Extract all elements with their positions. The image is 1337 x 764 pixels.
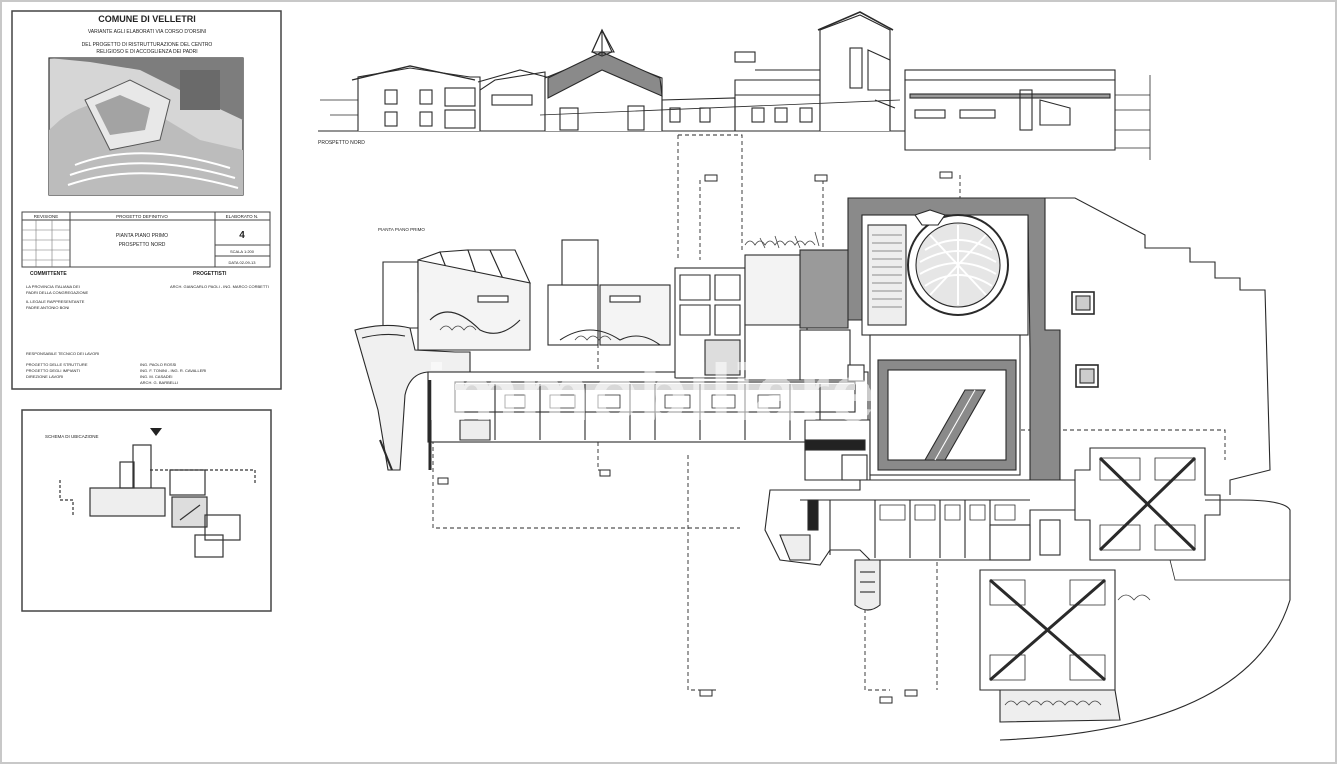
aerial-rendering-image (48, 57, 244, 196)
west-wing-rooms (427, 371, 869, 470)
west-roof-zone (382, 239, 671, 351)
south-wing-rooms (764, 479, 1091, 611)
north-elevation: PROSPETTO NORD (318, 11, 1151, 160)
drawing-name-line-2: PROSPETTO NORD (119, 242, 166, 248)
designer-label: PROGETTISTI (193, 271, 227, 277)
sheet-number-header: ELABORATO N. (226, 214, 259, 219)
lower-right-line-4: ARCH. G. BARBELLI (140, 380, 178, 385)
south-east-boundary (999, 499, 1291, 741)
client-line-2: PADRI DELLA CONGREGAZIONE (26, 290, 88, 295)
scale-label: SCALA 1:200 (230, 249, 255, 254)
title-subtitle: VARIANTE AGLI ELABORATI VIA CORSO D'ORSI… (88, 29, 206, 35)
section-lines (432, 134, 1226, 691)
lower-left-line-4: DIREZIONE LAVORI (26, 374, 63, 379)
floor-plan: PIANTA PIANO PRIMO (354, 134, 1291, 741)
plan-label: PIANTA PIANO PRIMO (378, 227, 425, 232)
east-boundary (1045, 197, 1271, 495)
elevation-label: PROSPETTO NORD (318, 140, 365, 146)
project-line-1: DEL PROGETTO DI RISTRUTTURAZIONE DEL CEN… (82, 42, 213, 48)
drawing-name-line-1: PIANTA PIANO PRIMO (116, 233, 168, 239)
east-residential-blocks (979, 447, 1221, 723)
lower-left-line-1: RESPONSABILE TECNICO DEI LAVORI (26, 351, 99, 356)
lower-right-line-1: ING. PAOLO ROSSI (140, 362, 176, 367)
watermark-text: immobiliare (425, 348, 874, 437)
client-line-1: LA PROVINCIA ITALIANA DEI (26, 284, 80, 289)
revision-header: REVISIONE (34, 214, 59, 219)
client-label: COMMITTENTE (30, 271, 67, 277)
phase-header: PROGETTO DEFINITIVO (116, 214, 168, 219)
designer-line: ARCH. GIANCARLO PAOLI - ING. MARCO CORBE… (170, 284, 269, 289)
courtyard (847, 334, 1021, 476)
section-markers (437, 171, 953, 704)
lower-left-line-2: PROGETTO DELLE STRUTTURE (26, 362, 88, 367)
revision-table: REVISIONE PROGETTO DEFINITIVO ELABORATO … (21, 211, 271, 268)
church-hall (861, 209, 1099, 388)
project-line-2: RELIGIOSO E DI ACCOGLIENZA DEI PADRI (96, 49, 197, 55)
date-label: DATA 02-09-13 (229, 260, 257, 265)
church-enclosure-walls (799, 197, 1061, 501)
locator-key-plan (59, 444, 256, 558)
lower-right-line-2: ING. F. TONINI - ING. R. CAVALLERI (140, 368, 206, 373)
vegetation (439, 231, 1151, 706)
central-block (674, 254, 871, 481)
lower-right-line-3: ING. M. CASADEI (140, 374, 172, 379)
north-arrow-icon (150, 428, 162, 436)
sheet-number: 4 (239, 230, 245, 241)
locator-panel: SCHEMA DI UBICAZIONE (21, 409, 272, 612)
title-block: COMUNE DI VELLETRI VARIANTE AGLI ELABORA… (11, 10, 282, 390)
locator-label: SCHEMA DI UBICAZIONE (45, 434, 99, 439)
municipality-title: COMUNE DI VELLETRI (98, 14, 196, 24)
lower-left-line-3: PROGETTO DEGLI IMPIANTI (26, 368, 80, 373)
client-line-3: IL LEGALE RAPPRESENTANTE (26, 299, 85, 304)
client-line-4: PADRE ANTONIO BONI (26, 305, 69, 310)
